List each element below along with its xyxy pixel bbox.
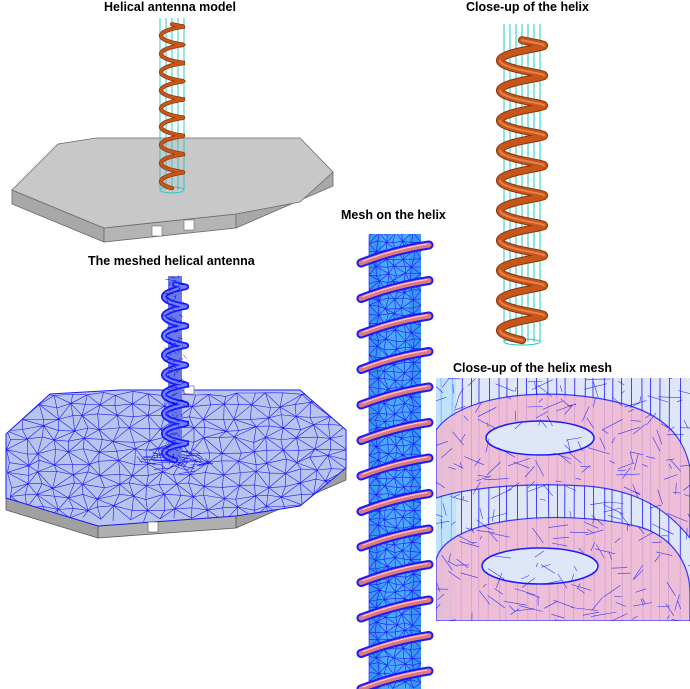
helix-mesh-lines bbox=[162, 275, 188, 462]
helix-coil-highlight bbox=[362, 669, 428, 688]
coil-inner-hole bbox=[485, 420, 595, 456]
panel-close-up-of-the-helix bbox=[480, 16, 580, 346]
plate-notch bbox=[147, 521, 159, 533]
panel-mesh-on-the-helix bbox=[355, 234, 435, 689]
helix-coil-highlight bbox=[362, 385, 428, 404]
helix-highlight bbox=[499, 299, 545, 317]
caption-mesh-on-the-helix: Mesh on the helix bbox=[341, 208, 446, 222]
helix-coil bbox=[358, 491, 432, 514]
helix-coil bbox=[358, 455, 432, 479]
helix-coil-highlight bbox=[362, 314, 428, 333]
caption-helical-antenna-model: Helical antenna model bbox=[104, 0, 236, 14]
helix-close-up-figure bbox=[496, 24, 548, 346]
helix-coil bbox=[358, 633, 432, 656]
helix-coil-highlight bbox=[362, 563, 428, 581]
helix-coil bbox=[358, 597, 432, 621]
caption-meshed-helical-antenna: The meshed helical antenna bbox=[88, 254, 255, 268]
helix-coil bbox=[358, 242, 432, 266]
meshed-helical-antenna-figure bbox=[5, 275, 347, 539]
helical-antenna-model-figure bbox=[11, 18, 334, 243]
helix-highlight bbox=[521, 39, 545, 47]
plate-notch bbox=[151, 225, 163, 237]
helix-coil bbox=[358, 384, 432, 408]
helix-highlight bbox=[499, 329, 523, 342]
helix-highlight bbox=[499, 119, 545, 137]
helix-coil-highlight bbox=[362, 527, 428, 546]
panel-helical-antenna-model bbox=[0, 14, 345, 250]
coil-inner-hole bbox=[481, 547, 599, 585]
helix-highlight bbox=[499, 89, 545, 107]
helix-coil-highlight bbox=[362, 598, 428, 617]
caption-close-up-of-helix-mesh: Close-up of the helix mesh bbox=[453, 361, 613, 375]
helix-highlight bbox=[499, 269, 545, 287]
helix-mesh-close-up-figure bbox=[436, 378, 690, 621]
helix-coil-upper bbox=[436, 393, 690, 539]
helix-wire bbox=[159, 22, 185, 190]
helix-coil bbox=[358, 420, 432, 443]
torus-mesh-lines bbox=[436, 378, 690, 621]
helix-highlight bbox=[499, 239, 545, 257]
ground-plate bbox=[11, 137, 334, 229]
helix-coil bbox=[358, 349, 432, 372]
helix-coil-highlight bbox=[362, 350, 428, 368]
helix-highlight bbox=[499, 59, 545, 77]
helix-coil bbox=[358, 313, 432, 337]
helix-coil-highlight bbox=[362, 492, 428, 510]
helix-coil-highlight bbox=[362, 243, 428, 262]
caption-close-up-of-the-helix: Close-up of the helix bbox=[466, 0, 589, 14]
helix-highlight bbox=[499, 209, 545, 227]
helix-coil-highlight bbox=[362, 279, 428, 297]
helix-coil-highlight bbox=[362, 456, 428, 475]
meshed-helix-wire bbox=[162, 282, 188, 462]
helix-coil bbox=[358, 562, 432, 585]
panel-close-up-of-helix-mesh bbox=[436, 378, 690, 621]
helix-coil-highlight bbox=[362, 421, 428, 439]
helix-coil bbox=[358, 668, 432, 689]
helix-mesh-figure bbox=[356, 234, 434, 689]
helix-highlight bbox=[499, 179, 545, 197]
helix-coil bbox=[358, 526, 432, 550]
helix-coil bbox=[358, 278, 432, 301]
helix-highlight bbox=[499, 149, 545, 167]
panel-meshed-helical-antenna bbox=[0, 268, 352, 552]
plate-notch bbox=[183, 219, 195, 231]
helix-coil-highlight bbox=[362, 634, 428, 652]
